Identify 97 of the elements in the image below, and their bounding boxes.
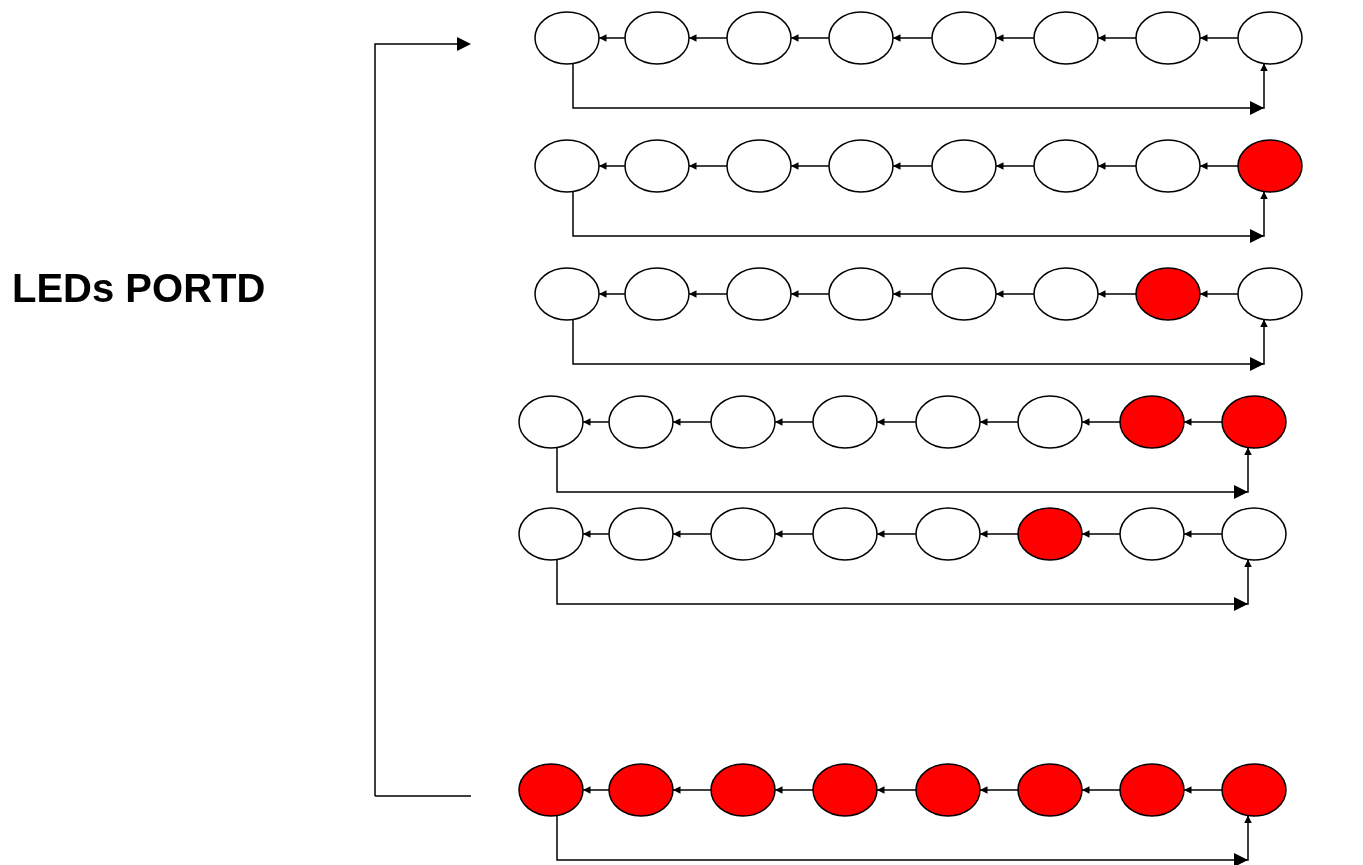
led-circle [828, 11, 894, 65]
led-circle [710, 395, 776, 449]
led-circle [518, 507, 584, 561]
led-circle [624, 139, 690, 193]
lit-led-circle [1119, 395, 1185, 449]
led-circle [726, 267, 792, 321]
arrow [582, 530, 610, 538]
lit-led-circle [710, 763, 776, 817]
arrow [672, 530, 712, 538]
lit-led-circle [1017, 507, 1083, 561]
led-circle [726, 139, 792, 193]
arrow [995, 34, 1035, 42]
arrow [995, 162, 1035, 170]
lit-led-circle [608, 763, 674, 817]
arrow [556, 814, 1252, 865]
led-circle [1119, 507, 1185, 561]
arrow [1081, 530, 1121, 538]
led-circle [1135, 139, 1201, 193]
arrow [688, 34, 728, 42]
arrow [1097, 162, 1137, 170]
led-circle [812, 507, 878, 561]
arrow [572, 62, 1268, 115]
arrow [790, 162, 830, 170]
arrow [1199, 162, 1239, 170]
arrow [1199, 34, 1239, 42]
arrow [1183, 418, 1223, 426]
led-circle [828, 139, 894, 193]
arrow [688, 290, 728, 298]
arrow [572, 190, 1268, 243]
led-circle [624, 267, 690, 321]
arrow [1199, 290, 1239, 298]
lit-led-circle [1221, 395, 1287, 449]
arrow [598, 290, 626, 298]
arrow [688, 162, 728, 170]
led-circle [534, 139, 600, 193]
led-circle [1135, 11, 1201, 65]
led-circle [1221, 507, 1287, 561]
arrow [774, 418, 814, 426]
led-circle [534, 267, 600, 321]
led-circle [931, 267, 997, 321]
led-circle [1033, 139, 1099, 193]
led-circle [1237, 267, 1303, 321]
arrow [790, 34, 830, 42]
arrow [774, 530, 814, 538]
led-circle [1017, 395, 1083, 449]
arrow [598, 162, 626, 170]
led-circle [1237, 11, 1303, 65]
arrow [598, 34, 626, 42]
lit-led-circle [1221, 763, 1287, 817]
led-circle [812, 395, 878, 449]
led-circle [1033, 11, 1099, 65]
arrow [876, 530, 917, 538]
led-circle [518, 395, 584, 449]
arrow [892, 290, 933, 298]
arrow [1183, 530, 1223, 538]
lit-led-circle [1017, 763, 1083, 817]
led-circle [608, 507, 674, 561]
arrow [1081, 786, 1121, 794]
arrow [979, 418, 1019, 426]
arrow [876, 786, 917, 794]
arrow [556, 558, 1252, 611]
arrow [672, 786, 712, 794]
arrow [774, 786, 814, 794]
arrow [790, 290, 830, 298]
arrow [876, 418, 917, 426]
arrow [1183, 786, 1223, 794]
arrow [892, 162, 933, 170]
arrow [556, 446, 1252, 499]
lit-led-circle [1237, 139, 1303, 193]
arrow [892, 34, 933, 42]
led-circle [915, 507, 981, 561]
arrow [979, 530, 1019, 538]
arrow [1097, 290, 1137, 298]
arrow [979, 786, 1019, 794]
lit-led-circle [518, 763, 584, 817]
heading-label: LEDs PORTD [12, 266, 266, 311]
arrow [582, 418, 610, 426]
arrow [1081, 418, 1121, 426]
led-circle [710, 507, 776, 561]
lit-led-circle [1119, 763, 1185, 817]
lit-led-circle [812, 763, 878, 817]
led-circle [828, 267, 894, 321]
led-circle [931, 11, 997, 65]
arrow [572, 318, 1268, 371]
arrow [582, 786, 610, 794]
led-circle [1033, 267, 1099, 321]
led-circle [534, 11, 600, 65]
led-circle [931, 139, 997, 193]
led-circle [624, 11, 690, 65]
arrow [995, 290, 1035, 298]
lit-led-circle [1135, 267, 1201, 321]
led-circle [608, 395, 674, 449]
arrow [672, 418, 712, 426]
led-circle [915, 395, 981, 449]
lit-led-circle [915, 763, 981, 817]
led-circle [726, 11, 792, 65]
arrow [1097, 34, 1137, 42]
